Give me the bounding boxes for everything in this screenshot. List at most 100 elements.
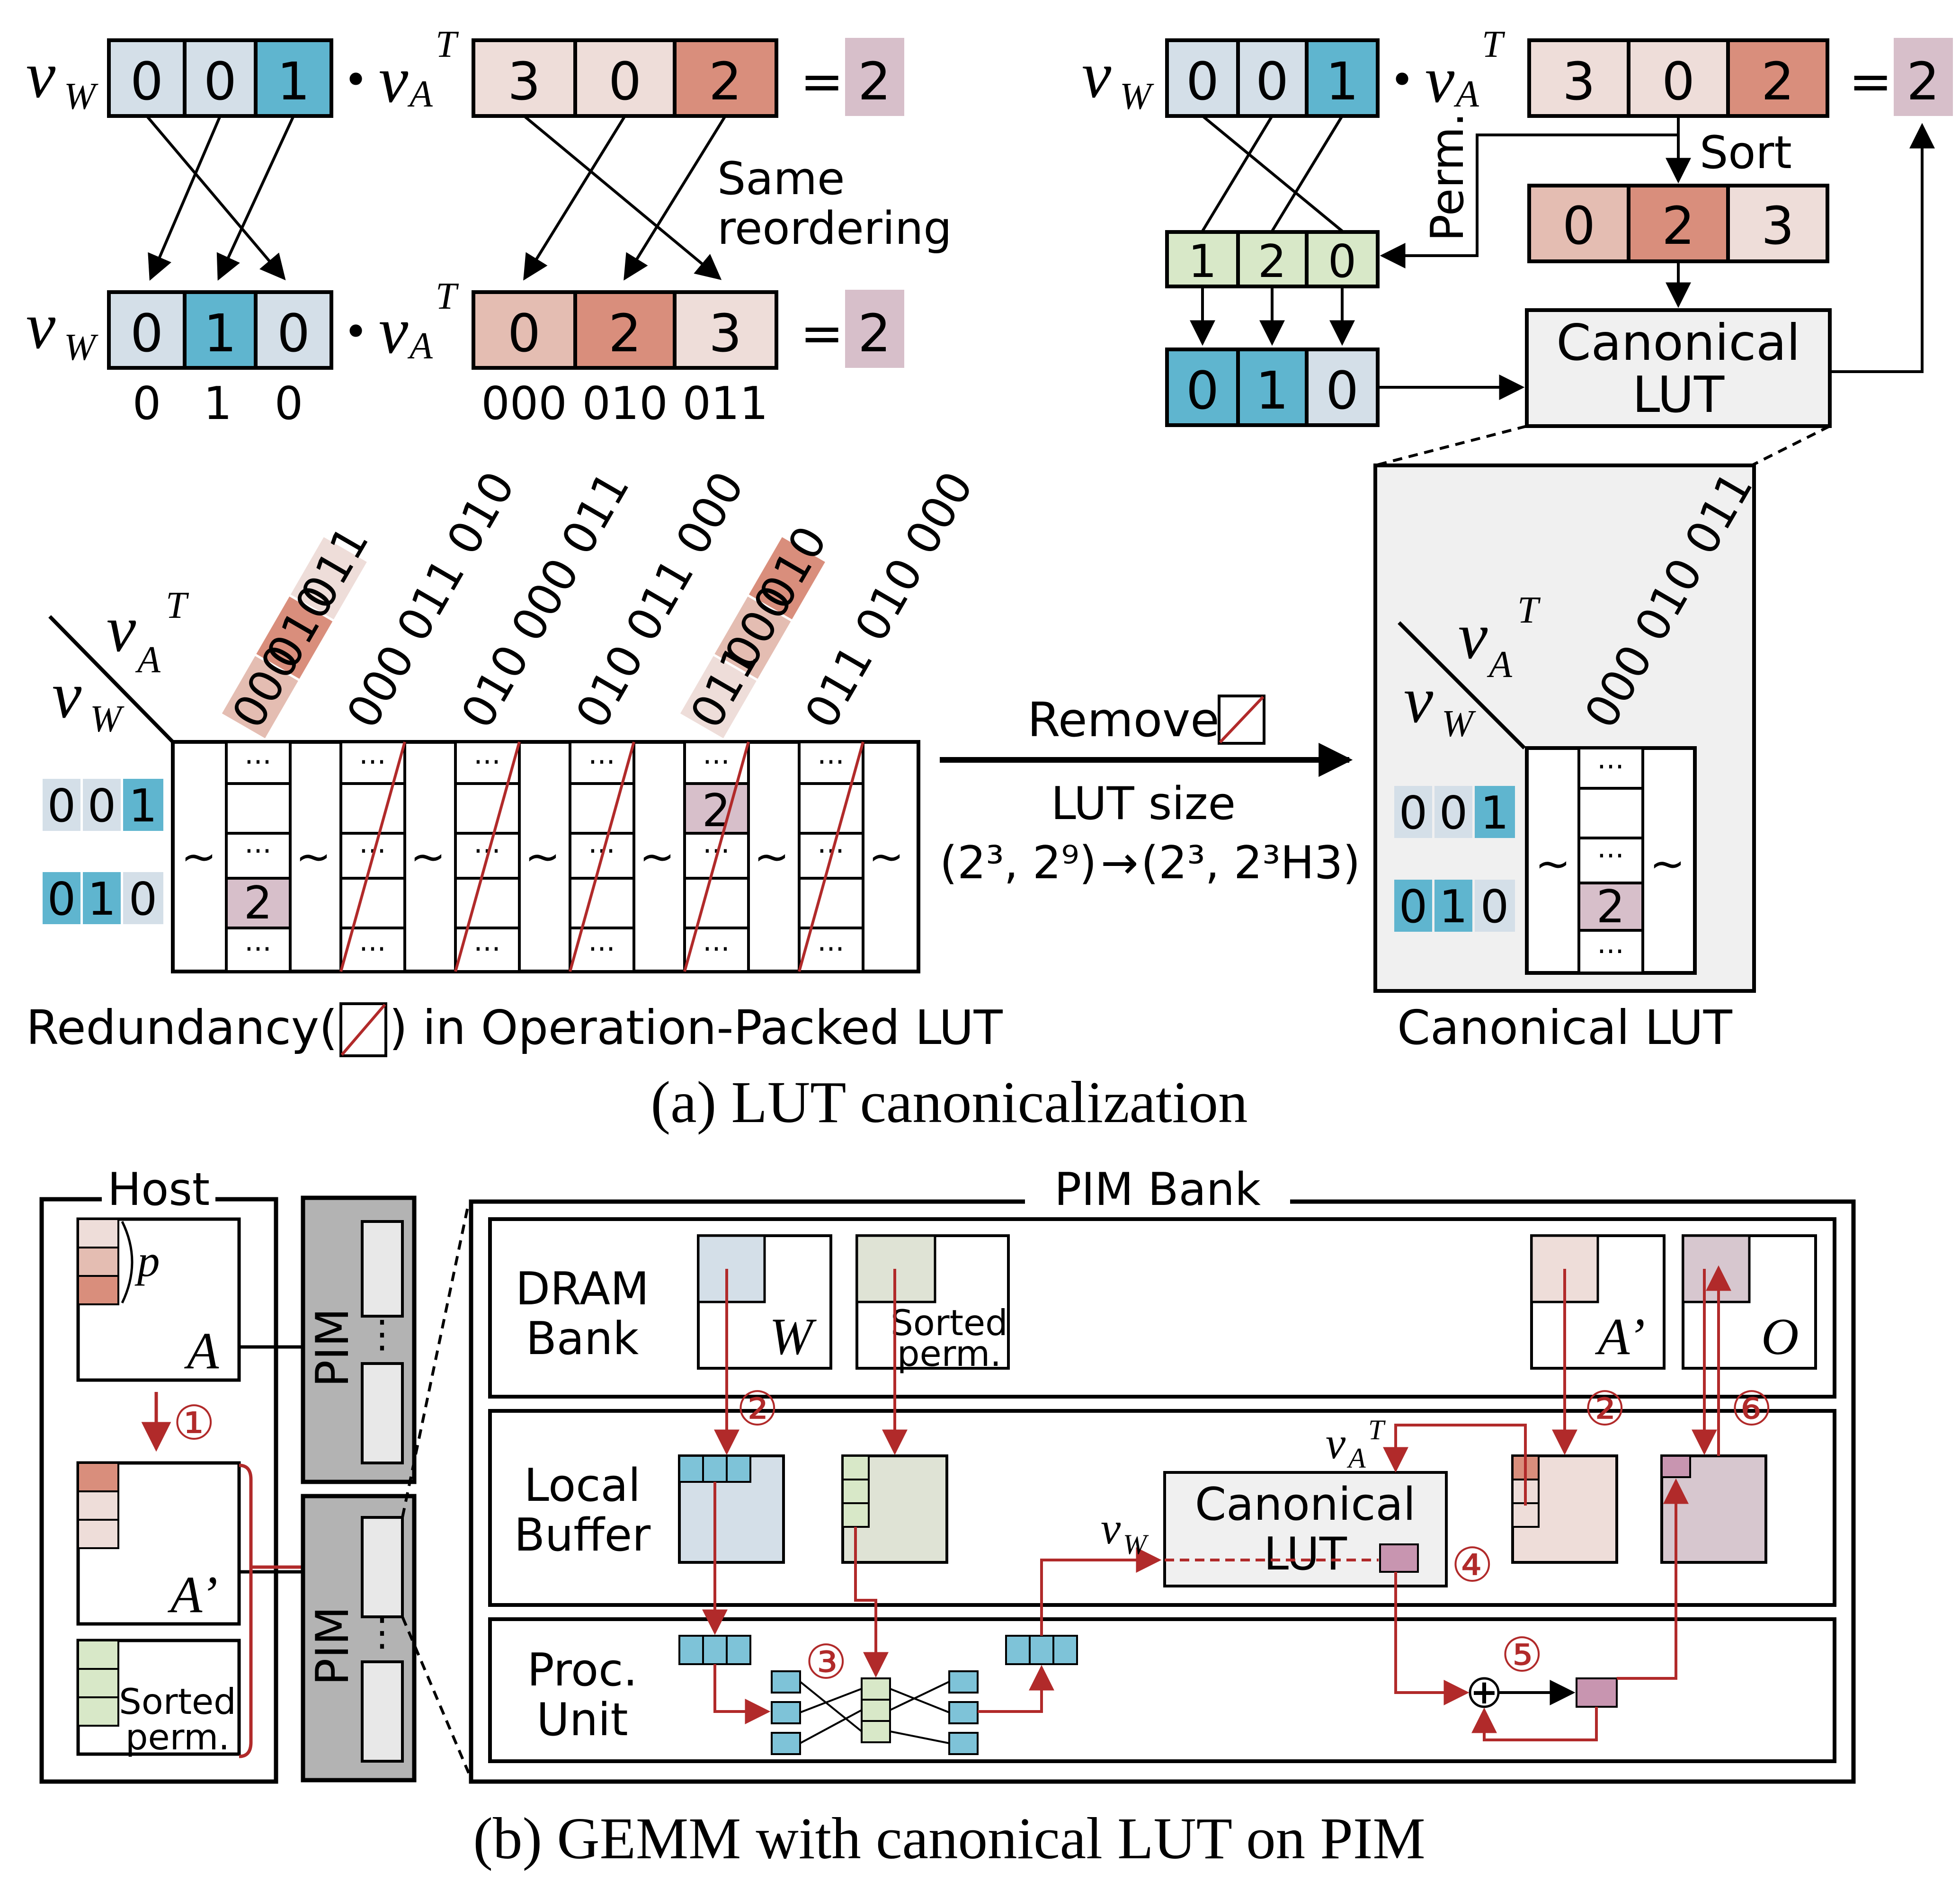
zoom-line-left <box>1375 425 1527 467</box>
sorted-a-val-2: 3 <box>1761 196 1794 256</box>
buf-va-sub: A <box>1346 1443 1366 1474</box>
equals-2: = <box>800 303 844 364</box>
matrix-a-prime-label: A’ <box>167 1566 218 1623</box>
key1-val-0: 0 <box>47 780 76 832</box>
lut-size-before: (2³, 2⁹) <box>940 837 1097 889</box>
a-bit-1: 010 <box>582 378 668 430</box>
dram-label-1: DRAM <box>516 1263 649 1315</box>
r-row1-a-val-0: 3 <box>1562 51 1595 112</box>
a-right-flow: v W 0 0 1 • v A T 3 0 2 = 2 Sort Perm. <box>1082 24 1953 467</box>
r-row1-w-cell-2 <box>1305 38 1380 118</box>
host-perm-row-2 <box>77 1696 119 1727</box>
reorder-arrow-w-2 <box>216 115 295 281</box>
reorder-arrow-a-2 <box>624 115 727 281</box>
r-cross-2 <box>1271 115 1344 232</box>
dot-2: • <box>343 307 368 357</box>
r-row1-a-val-2: 2 <box>1761 51 1794 112</box>
op-col-6: ··· ··· ··· <box>798 740 864 973</box>
canon-key1-cell-2 <box>1475 786 1515 838</box>
perm-cell-0 <box>1165 230 1240 288</box>
step2-marker-a: ② <box>1584 1381 1626 1436</box>
row1-result: 2 <box>858 51 891 112</box>
hdr5-bg-2 <box>748 537 825 620</box>
p-label: p <box>134 1236 160 1286</box>
canon-key2-val-2: 0 <box>1480 881 1509 933</box>
matrix-a-row-1 <box>77 1247 119 1277</box>
proc-label-2: Unit <box>536 1694 628 1746</box>
hdr5-bg-1 <box>714 597 791 679</box>
tilde-2: ~ <box>410 832 445 882</box>
row1-a-cell-2 <box>673 38 778 118</box>
tilde-4: ~ <box>639 832 675 882</box>
op-col-3-ellipsis-top: ··· <box>473 746 500 779</box>
pu-pw-seg-2 <box>1052 1635 1078 1665</box>
dram-o-tile <box>1682 1234 1751 1303</box>
pim2-bank-top <box>361 1516 404 1618</box>
lut-size-after: (2³, 2³H3) <box>1141 837 1360 889</box>
matrix-a-label: A <box>184 1322 219 1380</box>
r-row1-w-cell-1 <box>1236 38 1309 118</box>
hdr5-bg-0 <box>680 656 757 739</box>
p-brace <box>121 1221 134 1304</box>
op-col-1-value: 2 <box>244 877 272 929</box>
canon-ellipsis-bot: ··· <box>1597 935 1624 968</box>
r-va-sub: A <box>1453 73 1479 115</box>
buffer-w-seg-2 <box>726 1455 751 1483</box>
buffer-w-seg-1 <box>702 1455 728 1483</box>
r-row1-w-cell-0 <box>1165 38 1240 118</box>
canon-key2-val-1: 1 <box>1439 881 1468 933</box>
dot-1: • <box>343 55 368 105</box>
op-lut-caption-pre: Redundancy( <box>26 1000 338 1055</box>
row2-a-val-1: 2 <box>608 303 641 364</box>
r-result: 2 <box>1907 51 1940 112</box>
op-col-4-ellipsis-top: ··· <box>588 746 615 779</box>
adder-plus: + <box>1470 1673 1498 1712</box>
pim-zoom-line-bottom <box>401 1616 470 1774</box>
va-label-2: v <box>379 294 409 367</box>
buffer-perm-seg-1 <box>842 1479 870 1504</box>
r-va-label: v <box>1425 43 1455 116</box>
reorder-arrow-a-1 <box>523 115 626 281</box>
op-col-4-ellipsis-mid: ··· <box>588 835 615 868</box>
canon-vw-label: v <box>1404 663 1434 737</box>
flow-lut-to-adder <box>1394 1572 1470 1705</box>
caption-a: (a) LUT canonicalization <box>651 1070 1248 1135</box>
row2-w-val-0: 0 <box>130 303 163 364</box>
row2-w-cell-1 <box>183 290 258 370</box>
dram-o-label: O <box>1761 1308 1799 1365</box>
proc-label-1: Proc. <box>527 1644 637 1696</box>
flow-vw-to-lut <box>1040 1547 1162 1636</box>
hdr1-bg-0 <box>222 656 298 739</box>
pu-cross-f <box>890 1730 950 1744</box>
canonical-lut-line2: LUT <box>1632 366 1725 424</box>
sort-label: Sort <box>1700 127 1792 179</box>
op-col-5-strike <box>683 741 750 972</box>
op-col-2-ellipsis-top: ··· <box>359 746 386 779</box>
buffer-label-1: Local <box>524 1460 641 1512</box>
op-lut-table <box>171 740 920 973</box>
op-col-3: ··· ··· ··· <box>454 740 521 973</box>
perm-arrow <box>1380 134 1678 268</box>
op-col-1-ellipsis-mid: ··· <box>244 835 271 868</box>
w-bit-2: 0 <box>275 378 303 430</box>
pim-bank-label: PIM Bank <box>1054 1164 1261 1216</box>
r-va-sup: T <box>1482 24 1506 65</box>
buffer-perm-seg-0 <box>842 1455 870 1480</box>
step4-marker: ④ <box>1451 1537 1494 1593</box>
r-cross-0 <box>1202 115 1343 232</box>
host-perm-row-1 <box>77 1668 119 1698</box>
pu-w-seg-2 <box>726 1635 751 1665</box>
op-col-3-strike <box>454 741 521 972</box>
pu-perm-0 <box>861 1677 891 1701</box>
op-col-5-value: 2 <box>702 785 731 837</box>
key2-val-2: 0 <box>129 874 157 926</box>
r-row1-a-cell-1 <box>1627 38 1730 118</box>
tilde-1: ~ <box>295 832 331 882</box>
pu-out-2 <box>948 1732 979 1755</box>
va-sup-1: T <box>436 24 459 65</box>
sorted-a-cell-2 <box>1726 184 1829 263</box>
op-lut-caption-post: ) in Operation-Packed LUT <box>389 1000 1003 1055</box>
pu-cross-b <box>800 1688 862 1713</box>
pim-bank-label-bg <box>1025 1174 1290 1221</box>
